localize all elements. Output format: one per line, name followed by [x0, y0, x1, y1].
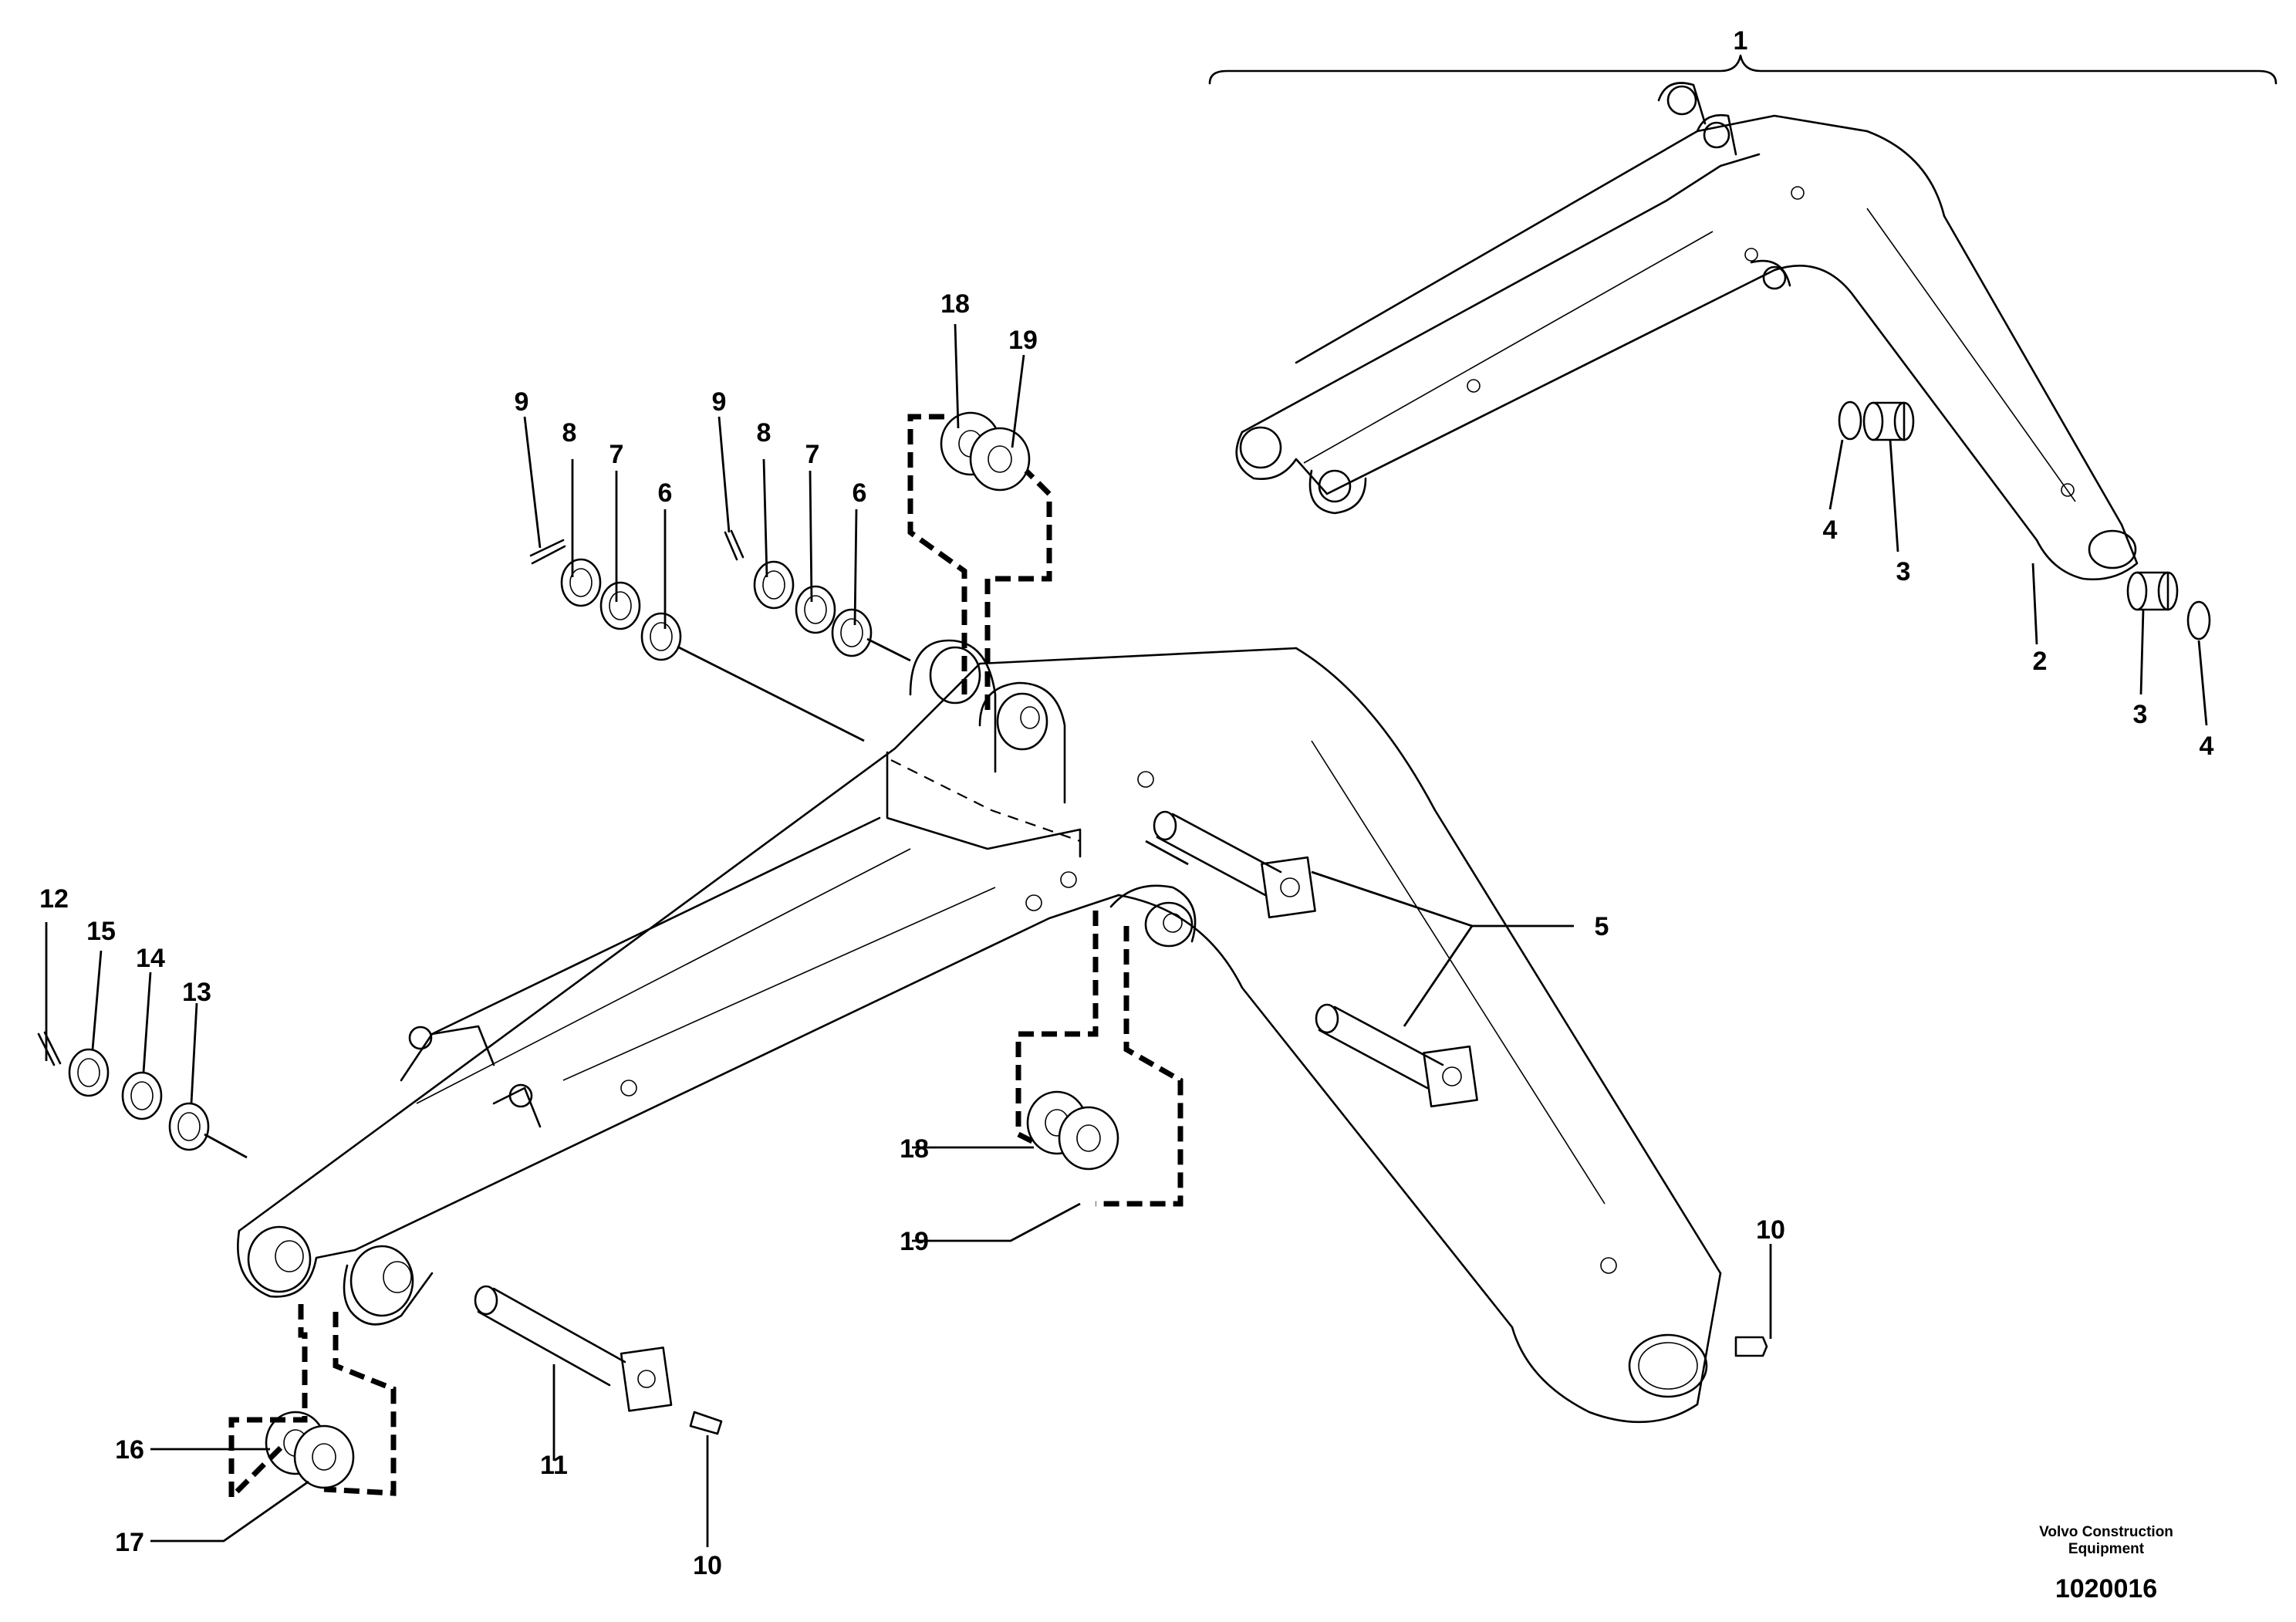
callout-14: 14 [136, 944, 165, 973]
fork-bore-right [349, 1245, 414, 1317]
upper-lug-bore-2 [996, 692, 1048, 751]
callout-2: 2 [2033, 647, 2048, 676]
callout-3-upper: 3 [1896, 557, 1911, 586]
leader-lines [45, 323, 2208, 1547]
callout-13: 13 [182, 978, 211, 1007]
callout-18-upper: 18 [940, 289, 970, 319]
callout-17: 17 [115, 1528, 144, 1557]
document-number: 1020016 [2055, 1574, 2158, 1603]
upper-lug-bore-1 [929, 646, 981, 705]
callout-labels: 1 2 3 3 4 4 5 6 6 7 7 8 8 9 9 10 10 11 1… [39, 26, 2213, 1580]
callout-9-left: 9 [515, 387, 529, 417]
brand-line-2: Equipment [2068, 1541, 2145, 1557]
brand-line-1: Volvo Construction [2039, 1524, 2173, 1540]
washers [68, 411, 1119, 1489]
callout-7-left: 7 [609, 440, 624, 469]
callout-8-right: 8 [757, 418, 772, 448]
seal-ring-upper [1838, 400, 1862, 441]
boom-assembly-overview [1208, 54, 2277, 640]
assembly-paths [228, 414, 1183, 1504]
callout-10-right: 10 [1756, 1215, 1785, 1245]
brand-caption: Volvo Construction Equipment [2006, 1524, 2207, 1558]
callout-19-upper: 19 [1008, 326, 1038, 355]
assembly-brace [1208, 54, 2277, 85]
callout-6-left: 6 [658, 478, 673, 508]
callout-6-right: 6 [853, 478, 867, 508]
callout-16: 16 [115, 1435, 144, 1465]
callout-4-lower: 4 [2200, 732, 2214, 761]
callout-10-lower: 10 [693, 1551, 722, 1580]
callout-19-lower: 19 [900, 1227, 929, 1256]
callout-4-upper: 4 [1823, 515, 1838, 545]
split-pins [37, 529, 745, 1066]
callout-12: 12 [39, 884, 69, 914]
foot-bore [1628, 1333, 1708, 1398]
pins [474, 810, 1478, 1412]
lower-lug-bore [1144, 901, 1194, 948]
callout-11: 11 [540, 1451, 568, 1480]
callout-5: 5 [1595, 912, 1609, 941]
fork-bore-left [247, 1225, 312, 1293]
callout-1: 1 [1734, 26, 1748, 56]
callout-3-lower: 3 [2133, 700, 2148, 729]
boom-main-view [237, 639, 1722, 1424]
callout-9-right: 9 [712, 387, 727, 417]
callout-8-left: 8 [562, 418, 577, 448]
seal-ring-lower [2186, 600, 2211, 640]
grease-nipples [689, 1336, 1768, 1435]
callout-15: 15 [86, 917, 116, 946]
callout-18-lower: 18 [900, 1134, 929, 1164]
callout-7-right: 7 [805, 440, 820, 469]
